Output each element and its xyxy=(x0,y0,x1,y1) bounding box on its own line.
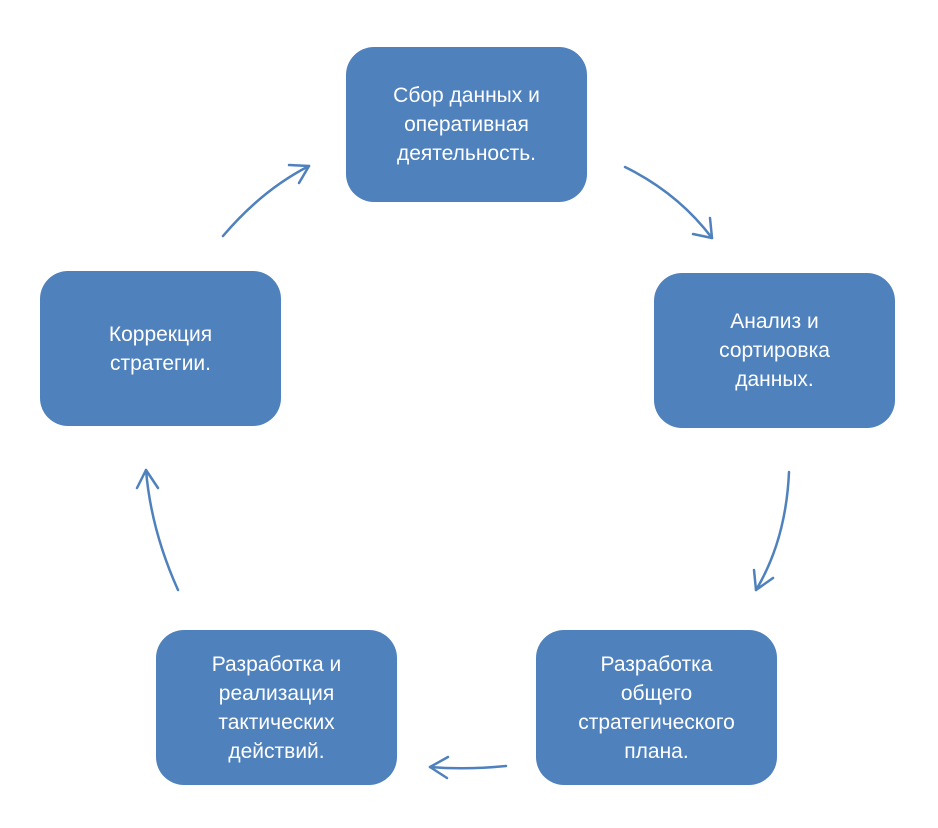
node-data-analysis: Анализ и сортировка данных. xyxy=(654,273,895,428)
arrow-3-to-4 xyxy=(428,755,508,780)
arrow-4-to-5 xyxy=(135,468,180,592)
node-data-collection: Сбор данных и оперативная деятельность. xyxy=(346,47,587,202)
arrow-2-to-3 xyxy=(752,470,791,592)
node-strategy-correction: Коррекция стратегии. xyxy=(40,271,281,426)
arrow-1-to-2 xyxy=(623,165,714,240)
node-tactical-actions: Разработка и реализация тактических дейс… xyxy=(156,630,397,785)
node-strategic-plan: Разработка общего стратегического плана. xyxy=(536,630,777,785)
arrow-5-to-1 xyxy=(221,163,311,238)
